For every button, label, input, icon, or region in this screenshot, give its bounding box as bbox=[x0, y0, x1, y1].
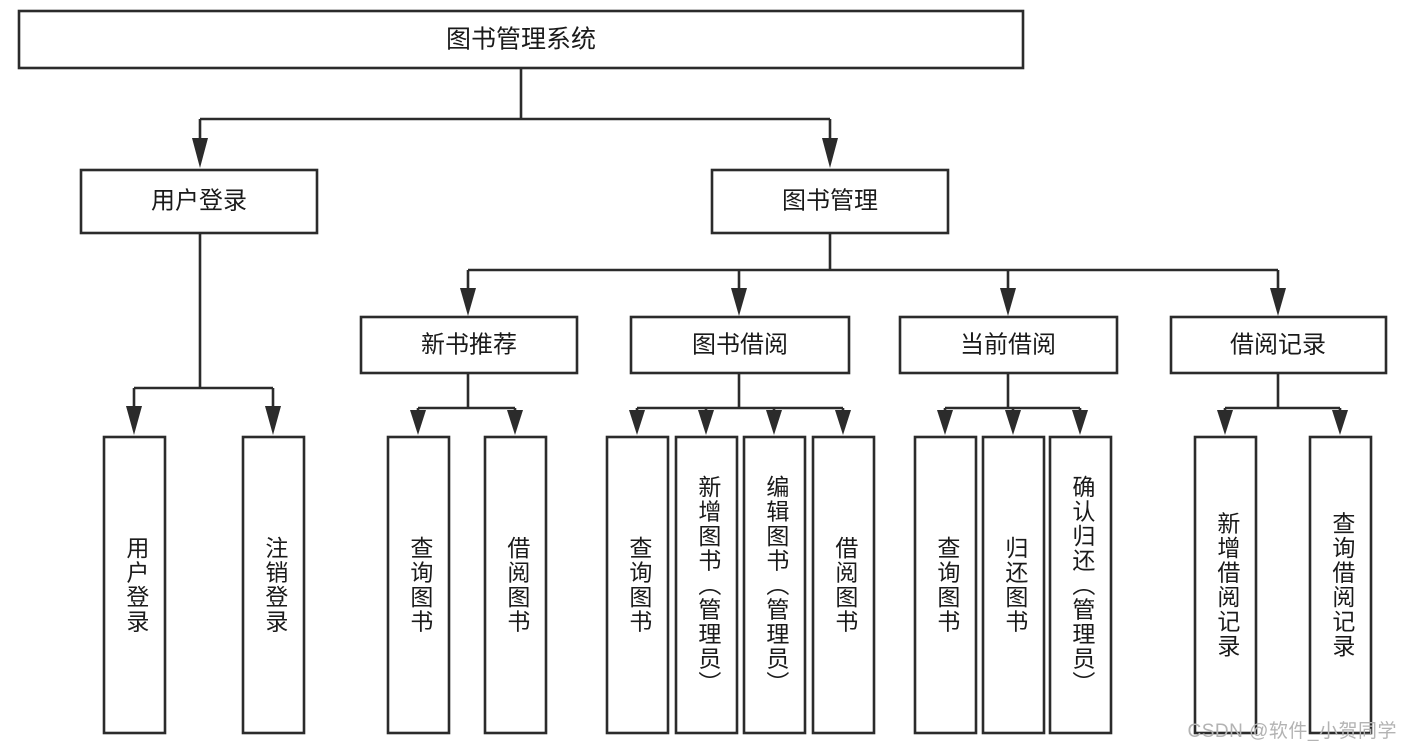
node-leaf-return-book-label: 归还图书 bbox=[1002, 536, 1029, 634]
node-leaf-edit-book[interactable]: 编辑图书（管理员） bbox=[742, 435, 807, 735]
node-user-login[interactable]: 用户登录 bbox=[79, 168, 319, 235]
node-leaf-return-book-box[interactable] bbox=[981, 435, 1046, 735]
node-leaf-query-book-1-label: 查询图书 bbox=[407, 536, 434, 634]
arrow-to-leaf-add-book bbox=[698, 410, 714, 435]
arrow-to-borrow-record bbox=[1270, 288, 1286, 316]
node-leaf-logout[interactable]: 注销登录 bbox=[241, 435, 306, 735]
node-root[interactable]: 图书管理系统 bbox=[17, 9, 1025, 70]
node-leaf-add-book-label: 新增图书（管理员） bbox=[695, 475, 722, 696]
arrow-to-leaf-confirm-return bbox=[1072, 410, 1088, 435]
node-book-manage-box[interactable] bbox=[710, 168, 950, 235]
node-new-book-recommend-label: 新书推荐 bbox=[421, 331, 517, 358]
node-root-box[interactable] bbox=[17, 9, 1025, 70]
node-user-login-label: 用户登录 bbox=[151, 187, 247, 214]
node-leaf-add-book[interactable]: 新增图书（管理员） bbox=[674, 435, 739, 735]
arrow-to-leaf-user-login bbox=[126, 406, 142, 435]
node-book-borrow-label: 图书借阅 bbox=[692, 331, 788, 358]
arrow-to-new-book-recommend bbox=[460, 288, 476, 316]
node-leaf-query-book-2-box[interactable] bbox=[605, 435, 670, 735]
node-current-borrow[interactable]: 当前借阅 bbox=[898, 315, 1119, 375]
node-root-label: 图书管理系统 bbox=[446, 26, 596, 54]
node-leaf-logout-label: 注销登录 bbox=[262, 536, 289, 634]
node-leaf-user-login[interactable]: 用户登录 bbox=[102, 435, 167, 735]
csdn-watermark: CSDN @软件_小贺同学 bbox=[1187, 721, 1397, 742]
arrow-to-leaf-borrow-book-2 bbox=[835, 410, 851, 435]
node-leaf-borrow-book-1-label: 借阅图书 bbox=[504, 536, 531, 634]
node-leaf-query-book-2[interactable]: 查询图书 bbox=[605, 435, 670, 735]
node-leaf-query-book-1-box[interactable] bbox=[386, 435, 451, 735]
node-user-login-box[interactable] bbox=[79, 168, 319, 235]
node-leaf-confirm-return[interactable]: 确认归还（管理员） bbox=[1048, 435, 1113, 735]
arrow-root-to-book-manage bbox=[822, 138, 838, 168]
node-leaf-borrow-book-2-box[interactable] bbox=[811, 435, 876, 735]
arrow-to-leaf-return-book bbox=[1005, 410, 1021, 435]
node-leaf-add-record-label: 新增借阅记录 bbox=[1214, 512, 1241, 659]
node-leaf-query-record-label: 查询借阅记录 bbox=[1329, 512, 1356, 659]
connector-layer bbox=[126, 68, 1348, 435]
node-book-borrow-box[interactable] bbox=[629, 315, 851, 375]
node-new-book-recommend[interactable]: 新书推荐 bbox=[359, 315, 579, 375]
node-leaf-borrow-book-1-box[interactable] bbox=[483, 435, 548, 735]
node-leaf-edit-book-label: 编辑图书（管理员） bbox=[763, 475, 790, 696]
node-borrow-record[interactable]: 借阅记录 bbox=[1169, 315, 1388, 375]
arrow-to-current-borrow bbox=[1000, 288, 1016, 316]
node-leaf-query-book-1[interactable]: 查询图书 bbox=[386, 435, 451, 735]
node-leaf-logout-box[interactable] bbox=[241, 435, 306, 735]
node-book-borrow[interactable]: 图书借阅 bbox=[629, 315, 851, 375]
arrow-to-leaf-query-book-1 bbox=[410, 410, 426, 435]
arrow-to-leaf-borrow-book-1 bbox=[507, 410, 523, 435]
node-leaf-query-record[interactable]: 查询借阅记录 bbox=[1308, 435, 1373, 735]
node-leaf-query-book-2-label: 查询图书 bbox=[626, 536, 653, 634]
arrow-to-leaf-query-book-3 bbox=[937, 410, 953, 435]
node-leaf-add-record-box[interactable] bbox=[1193, 435, 1258, 735]
node-leaf-add-record[interactable]: 新增借阅记录 bbox=[1193, 435, 1258, 735]
node-leaf-query-record-box[interactable] bbox=[1308, 435, 1373, 735]
arrow-to-leaf-logout bbox=[265, 406, 281, 435]
node-book-manage-label: 图书管理 bbox=[782, 187, 878, 214]
node-borrow-record-box[interactable] bbox=[1169, 315, 1388, 375]
node-leaf-query-book-3-box[interactable] bbox=[913, 435, 978, 735]
arrow-to-leaf-query-record bbox=[1332, 410, 1348, 435]
node-leaf-borrow-book-2-label: 借阅图书 bbox=[832, 536, 859, 634]
arrow-to-leaf-add-record bbox=[1217, 410, 1233, 435]
arrow-to-leaf-edit-book bbox=[766, 410, 782, 435]
node-leaf-user-login-box[interactable] bbox=[102, 435, 167, 735]
node-borrow-record-label: 借阅记录 bbox=[1230, 331, 1326, 358]
node-book-manage[interactable]: 图书管理 bbox=[710, 168, 950, 235]
node-leaf-query-book-3[interactable]: 查询图书 bbox=[913, 435, 978, 735]
node-new-book-recommend-box[interactable] bbox=[359, 315, 579, 375]
node-leaf-edit-book-box[interactable] bbox=[742, 435, 807, 735]
node-leaf-query-book-3-label: 查询图书 bbox=[934, 536, 961, 634]
node-leaf-return-book[interactable]: 归还图书 bbox=[981, 435, 1046, 735]
node-leaf-user-login-label: 用户登录 bbox=[123, 536, 150, 634]
arrow-root-to-user-login bbox=[192, 138, 208, 168]
arrow-to-leaf-query-book-2 bbox=[629, 410, 645, 435]
node-leaf-confirm-return-box[interactable] bbox=[1048, 435, 1113, 735]
node-leaf-borrow-book-1[interactable]: 借阅图书 bbox=[483, 435, 548, 735]
node-current-borrow-box[interactable] bbox=[898, 315, 1119, 375]
node-leaf-add-book-box[interactable] bbox=[674, 435, 739, 735]
arrow-to-book-borrow bbox=[731, 288, 747, 316]
node-leaf-borrow-book-2[interactable]: 借阅图书 bbox=[811, 435, 876, 735]
node-current-borrow-label: 当前借阅 bbox=[960, 331, 1056, 358]
node-leaf-confirm-return-label: 确认归还（管理员） bbox=[1069, 475, 1096, 696]
